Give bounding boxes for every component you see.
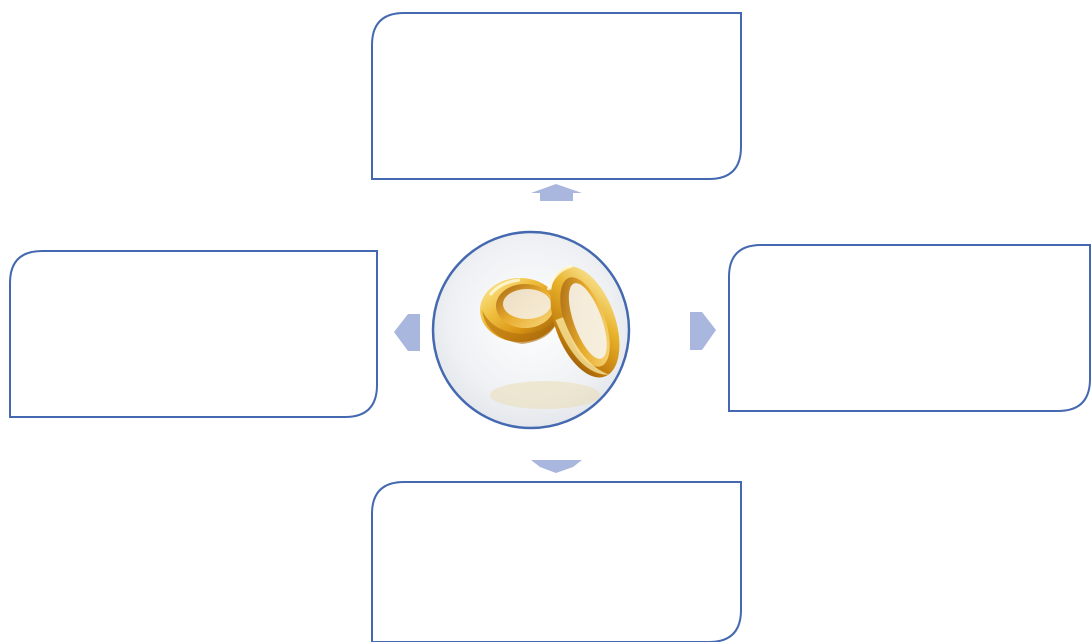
arrow-right-icon [690,312,716,350]
arrow-down-icon [531,460,582,473]
arrow-left-icon [394,314,420,351]
top-box [372,13,741,179]
left-box [10,251,377,417]
arrow-up-icon [531,184,582,201]
center-image [433,232,633,428]
right-box [729,245,1090,411]
bottom-box [372,482,741,642]
